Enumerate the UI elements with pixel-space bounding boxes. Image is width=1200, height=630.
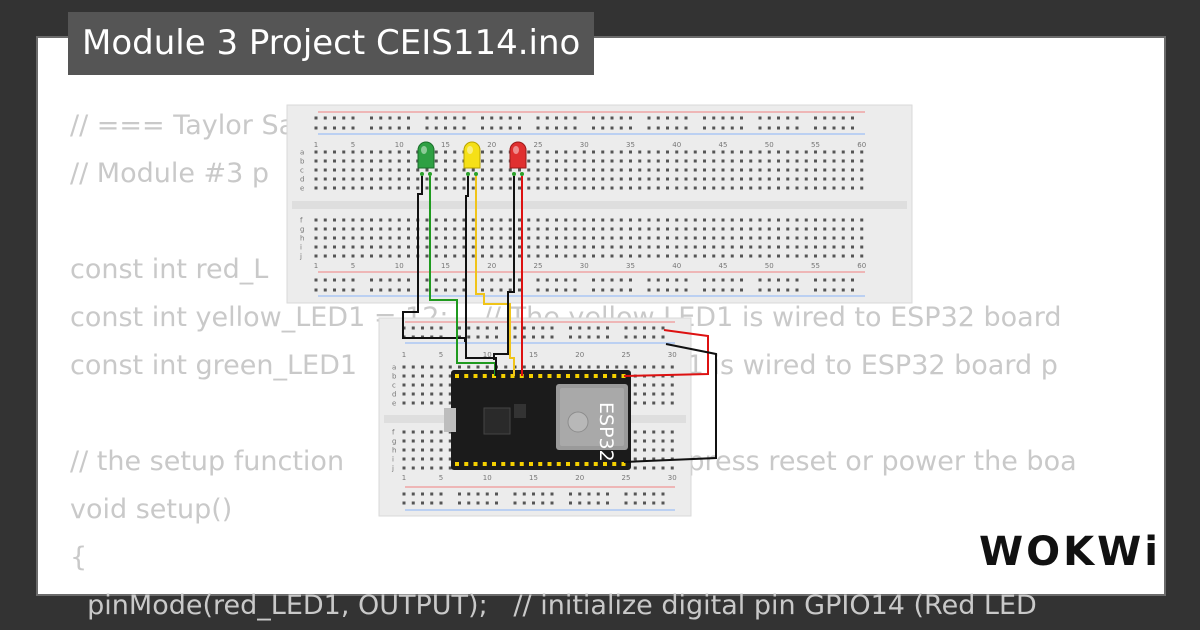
column-label: 15 [441,141,450,149]
code-line: { [70,542,88,573]
column-label: 5 [351,262,355,270]
esp32-label: ESP32 [595,402,617,462]
column-label: 25 [622,474,631,482]
column-label: 45 [719,262,728,270]
column-label: 1 [402,474,406,482]
column-label: 25 [534,262,543,270]
row-label: a [392,364,396,372]
column-label: 45 [719,141,728,149]
wire-black-2 [465,176,497,376]
column-label: 15 [529,351,538,359]
column-label: 1 [314,141,318,149]
esp32-board[interactable]: ESP32 [444,370,631,470]
row-label: h [392,447,396,455]
wires [402,176,717,463]
row-label: i [300,244,302,252]
column-label: 10 [395,141,404,149]
column-label: 5 [439,351,443,359]
column-label: 30 [580,141,589,149]
column-label: 30 [668,351,677,359]
column-label: 20 [487,141,496,149]
column-label: 15 [441,262,450,270]
column-label: 10 [483,351,492,359]
row-label: f [392,429,395,437]
column-label: 25 [534,141,543,149]
led-green[interactable] [417,141,435,176]
row-label: e [300,185,304,193]
row-label: h [300,235,304,243]
row-label: b [300,158,305,166]
column-label: 25 [622,351,631,359]
wire-yellow [475,176,515,376]
column-label: 40 [672,262,681,270]
code-preview: // === Taylor Sa // Module #3 p const int … [70,102,1077,630]
led-yellow[interactable] [463,141,481,176]
column-label: 5 [439,474,443,482]
column-label: 1 [402,351,406,359]
code-line: // the setup function press reset or pow… [70,446,1077,477]
row-label: j [299,253,302,261]
wire-black-3 [493,176,515,360]
column-label: 10 [395,262,404,270]
wokwi-logo: WOKWi [979,529,1158,575]
code-line: // Module #3 p [70,158,270,189]
column-label: 20 [575,474,584,482]
column-label: 30 [668,474,677,482]
row-label: i [392,456,394,464]
row-label: g [392,438,396,446]
column-label: 40 [672,141,681,149]
column-label: 50 [765,262,774,270]
column-label: 5 [351,141,355,149]
column-label: 1 [314,262,318,270]
row-label: e [392,400,396,408]
column-label: 60 [857,262,866,270]
code-line: // === Taylor Sa [70,110,296,141]
column-label: 15 [529,474,538,482]
column-label: 10 [483,474,492,482]
column-label: 60 [857,141,866,149]
column-label: 20 [575,351,584,359]
row-label: g [300,226,304,234]
row-label: d [300,176,304,184]
code-line: pinMode(red_LED1, OUTPUT); // initialize… [70,590,1037,621]
column-label: 20 [487,262,496,270]
led-red[interactable] [509,141,527,176]
row-label: c [300,167,304,175]
svg-text:WOKWi: WOKWi [979,529,1161,575]
column-label: 55 [811,141,820,149]
wire-red-2 [623,329,709,377]
code-line: const int green_LED1 ED1 is wired to ESP… [70,350,1058,381]
wire-black-1 [402,176,466,342]
column-label: 35 [626,262,635,270]
column-label: 35 [626,141,635,149]
column-label: 55 [811,262,820,270]
row-label: a [300,149,304,157]
column-label: 30 [580,262,589,270]
row-label: f [300,217,303,225]
row-label: d [392,391,396,399]
project-title[interactable]: Module 3 Project CEIS114.ino [68,12,595,75]
row-label: c [392,382,396,390]
code-line: void setup() [70,494,233,525]
row-label: j [391,465,394,473]
row-label: b [392,373,397,381]
wire-black-4 [623,343,717,463]
column-label: 50 [765,141,774,149]
